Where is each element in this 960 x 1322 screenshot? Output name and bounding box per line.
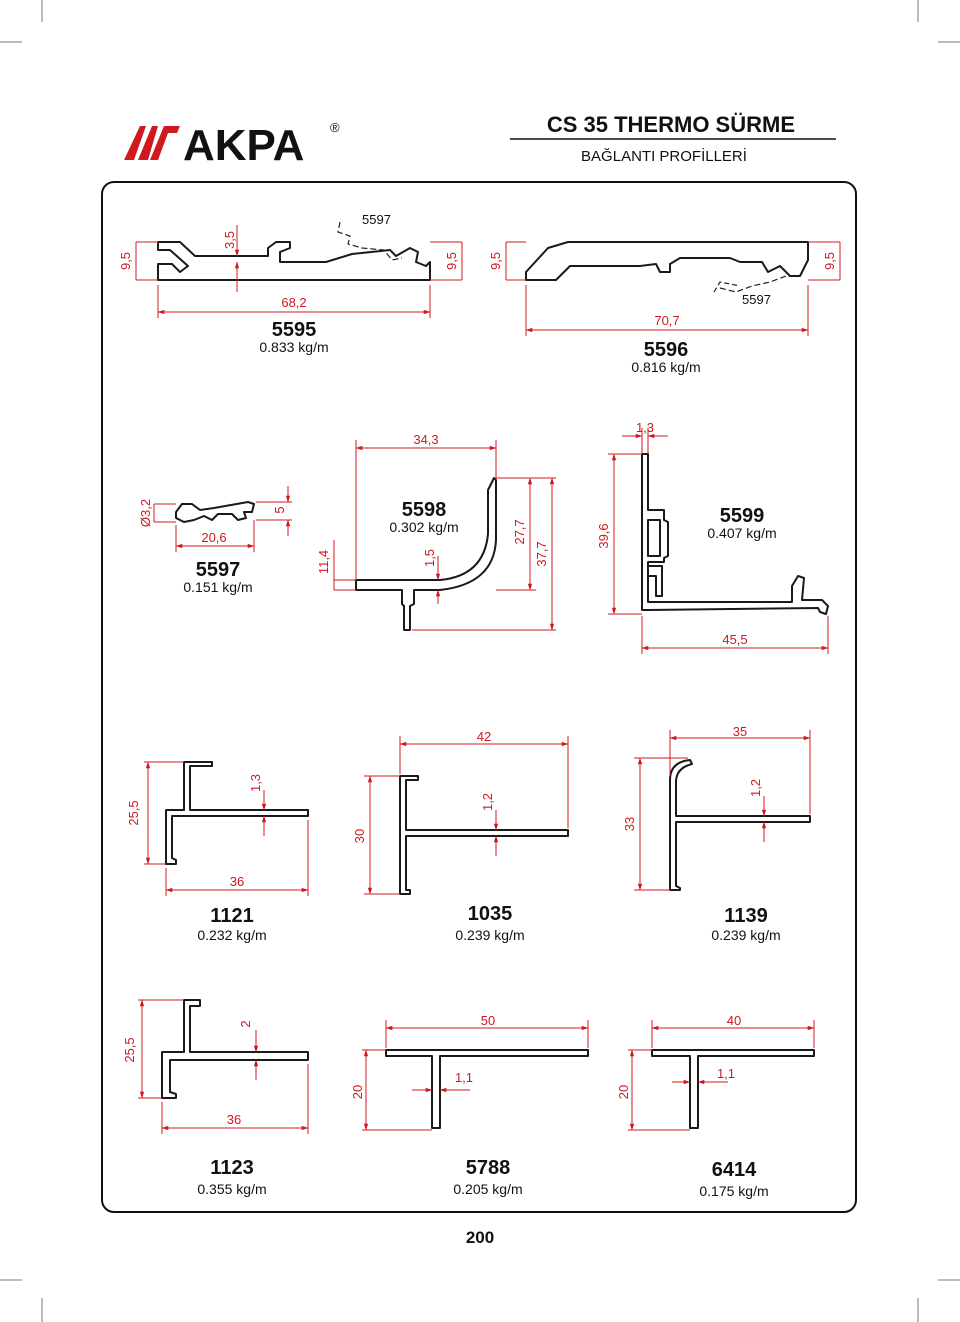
dim-label: 34,3 [413, 432, 438, 447]
profile-code: 5595 [272, 319, 317, 341]
profile-1121: 25,5 1,3 36 1121 0.232 kg/m [126, 761, 309, 943]
dim-label: 33 [622, 817, 637, 831]
dim-label: 40 [727, 1013, 741, 1028]
registered-mark: ® [330, 120, 340, 135]
dim-label: 39,6 [596, 523, 611, 548]
profile-weight: 0.239 kg/m [455, 927, 524, 943]
dim-label: Ø3,2 [138, 499, 153, 527]
page-number: 200 [466, 1228, 494, 1247]
dim-label: 20 [350, 1085, 365, 1099]
dim-lines [364, 736, 569, 895]
profile-weight: 0.302 kg/m [389, 519, 458, 535]
dim-lines [628, 1020, 815, 1131]
profile-code: 1035 [468, 903, 513, 925]
dim-lines [362, 1020, 589, 1131]
profile-code: 5598 [402, 499, 447, 521]
profile-code: 1121 [210, 905, 253, 927]
dim-label: 2 [238, 1020, 253, 1027]
dim-label: 42 [477, 729, 491, 744]
dim-label: 25,5 [126, 800, 141, 825]
dim-lines [608, 428, 829, 654]
dim-lines [135, 225, 463, 318]
dim-label: 9,5 [488, 252, 503, 270]
dim-label: 1,2 [480, 793, 495, 811]
dim-label: 11,4 [316, 550, 331, 574]
dim-label: 27,7 [512, 519, 527, 544]
dim-lines [153, 486, 292, 552]
dim-label: 68,2 [281, 295, 306, 310]
profile-weight: 0.151 kg/m [183, 579, 252, 595]
profile-code: 5597 [196, 559, 241, 581]
dim-label: 36 [230, 874, 244, 889]
profile-5598: 34,3 11,4 1,5 27,7 37,7 5598 0.302 kg/m [316, 432, 556, 631]
profile-5788: 50 20 1,1 5788 0.205 kg/m [350, 1013, 589, 1197]
dim-label: 35 [733, 724, 747, 739]
profile-weight: 0.833 kg/m [259, 339, 328, 355]
dim-label: 1,2 [748, 779, 763, 797]
dim-label: 36 [227, 1112, 241, 1127]
page-subtitle: BAĞLANTI PROFİLLERİ [581, 147, 747, 165]
profile-weight: 0.407 kg/m [707, 525, 776, 541]
dim-lines [505, 241, 841, 336]
dim-label: 70,7 [654, 313, 679, 328]
profile-5599: 1,3 39,6 45,5 5599 0.407 kg/m [596, 420, 829, 654]
profile-code: 6414 [712, 1159, 757, 1181]
dim-label: 1,1 [455, 1070, 473, 1085]
dim-label: 3,5 [222, 231, 237, 249]
profile-code: 5599 [720, 505, 765, 527]
brand-name: AKPA [183, 121, 304, 170]
dim-label: 1,5 [422, 549, 437, 567]
dim-label: 1,1 [717, 1066, 735, 1081]
content-frame [101, 181, 857, 1213]
profile-weight: 0.355 kg/m [197, 1181, 266, 1197]
dim-label: 20,6 [201, 530, 226, 545]
profile-5595: 9,5 3,5 9,5 68,2 5597 5595 0.833 kg/m [118, 212, 463, 355]
dim-lines [333, 440, 556, 631]
profile-1139: 35 33 1,2 1139 0.239 kg/m [622, 724, 811, 943]
profile-weight: 0.816 kg/m [631, 359, 700, 375]
dim-lines [634, 730, 811, 891]
profile-weight: 0.239 kg/m [711, 927, 780, 943]
page-title: CS 35 THERMO SÜRME [547, 112, 795, 137]
dim-label: 1,3 [248, 774, 263, 792]
dim-label: 45,5 [722, 632, 747, 647]
profile-weight: 0.232 kg/m [197, 927, 266, 943]
profile-5597: Ø3,2 20,6 5 5597 0.151 kg/m [138, 486, 292, 595]
dim-label: 25,5 [122, 1037, 137, 1062]
profile-code: 1123 [210, 1157, 253, 1179]
profile-1035: 42 30 1,2 1035 0.239 kg/m [352, 729, 569, 943]
ref-label: 5597 [742, 292, 771, 307]
dim-lines [144, 761, 309, 896]
profile-6414: 40 20 1,1 6414 0.175 kg/m [616, 1013, 815, 1199]
profile-code: 1139 [724, 905, 767, 927]
dim-lines [138, 999, 309, 1134]
dim-label: 30 [352, 829, 367, 843]
profile-code: 5788 [466, 1157, 511, 1179]
profile-5596: 9,5 9,5 70,7 5597 5596 0.816 kg/m [488, 241, 841, 375]
dim-label: 20 [616, 1085, 631, 1099]
dim-label: 9,5 [118, 252, 133, 270]
profile-weight: 0.205 kg/m [453, 1181, 522, 1197]
ref-label: 5597 [362, 212, 391, 227]
dim-label: 1,3 [636, 420, 654, 435]
profile-weight: 0.175 kg/m [699, 1183, 768, 1199]
profile-code: 5596 [644, 339, 689, 361]
dim-label: 50 [481, 1013, 495, 1028]
akpa-logo: AKPA ® [124, 120, 340, 170]
dim-label: 5 [272, 506, 287, 513]
dim-label: 9,5 [822, 252, 837, 270]
dim-label: 9,5 [444, 252, 459, 270]
profile-1123: 25,5 2 36 1123 0.355 kg/m [122, 999, 309, 1197]
dim-label: 37,7 [534, 541, 549, 566]
